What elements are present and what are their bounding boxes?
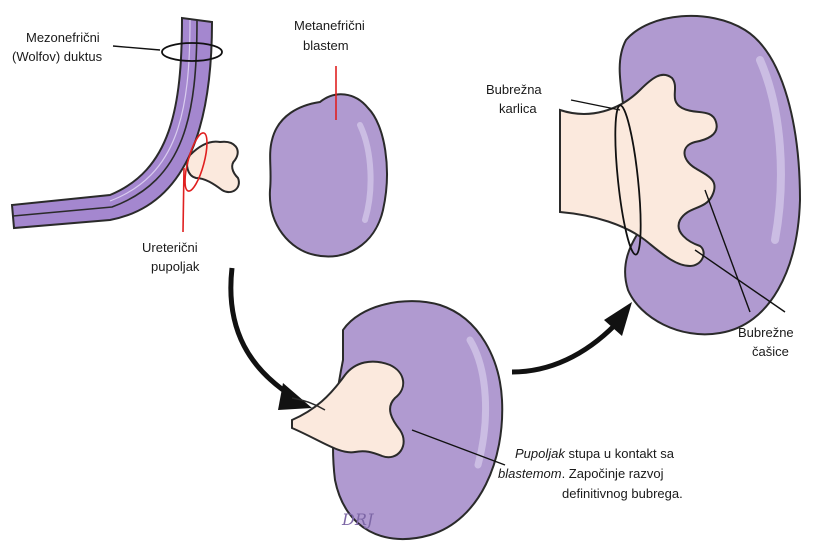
middle-kidney [292,301,502,539]
final-kidney [560,16,800,334]
label-metanephric-1: Metanefrični [294,18,365,33]
label-calyces-1: Bubrežne [738,325,794,340]
caption-rest-1: stupa u kontakt sa [565,446,675,461]
caption-italic-1: Pupoljak [515,446,566,461]
label-mesonephric-2: (Wolfov) duktus [12,49,103,64]
caption-rest-2: . Započinje razvoj [562,466,664,481]
label-pelvis-1: Bubrežna [486,82,542,97]
label-mesonephric-1: Mezonefrični [26,30,100,45]
caption-line-3: definitivnog bubrega. [562,486,683,501]
label-pelvis-2: karlica [499,101,537,116]
caption-line-2: blastemom. Započinje razvoj [498,466,664,481]
label-ureteric-1: Ureterični [142,240,198,255]
metanephric-blastema [270,66,387,257]
caption-line-1: Pupoljak stupa u kontakt sa [515,446,675,461]
arrow-down [231,268,312,410]
label-metanephric-2: blastem [303,38,349,53]
label-ureteric-2: pupoljak [151,259,200,274]
arrow-up [512,302,632,372]
label-calyces-2: čašice [752,344,789,359]
caption: Pupoljak stupa u kontakt sa blastemom. Z… [498,446,683,501]
caption-italic-2: blastemom [498,466,562,481]
artist-signature: DRJ [341,510,375,529]
